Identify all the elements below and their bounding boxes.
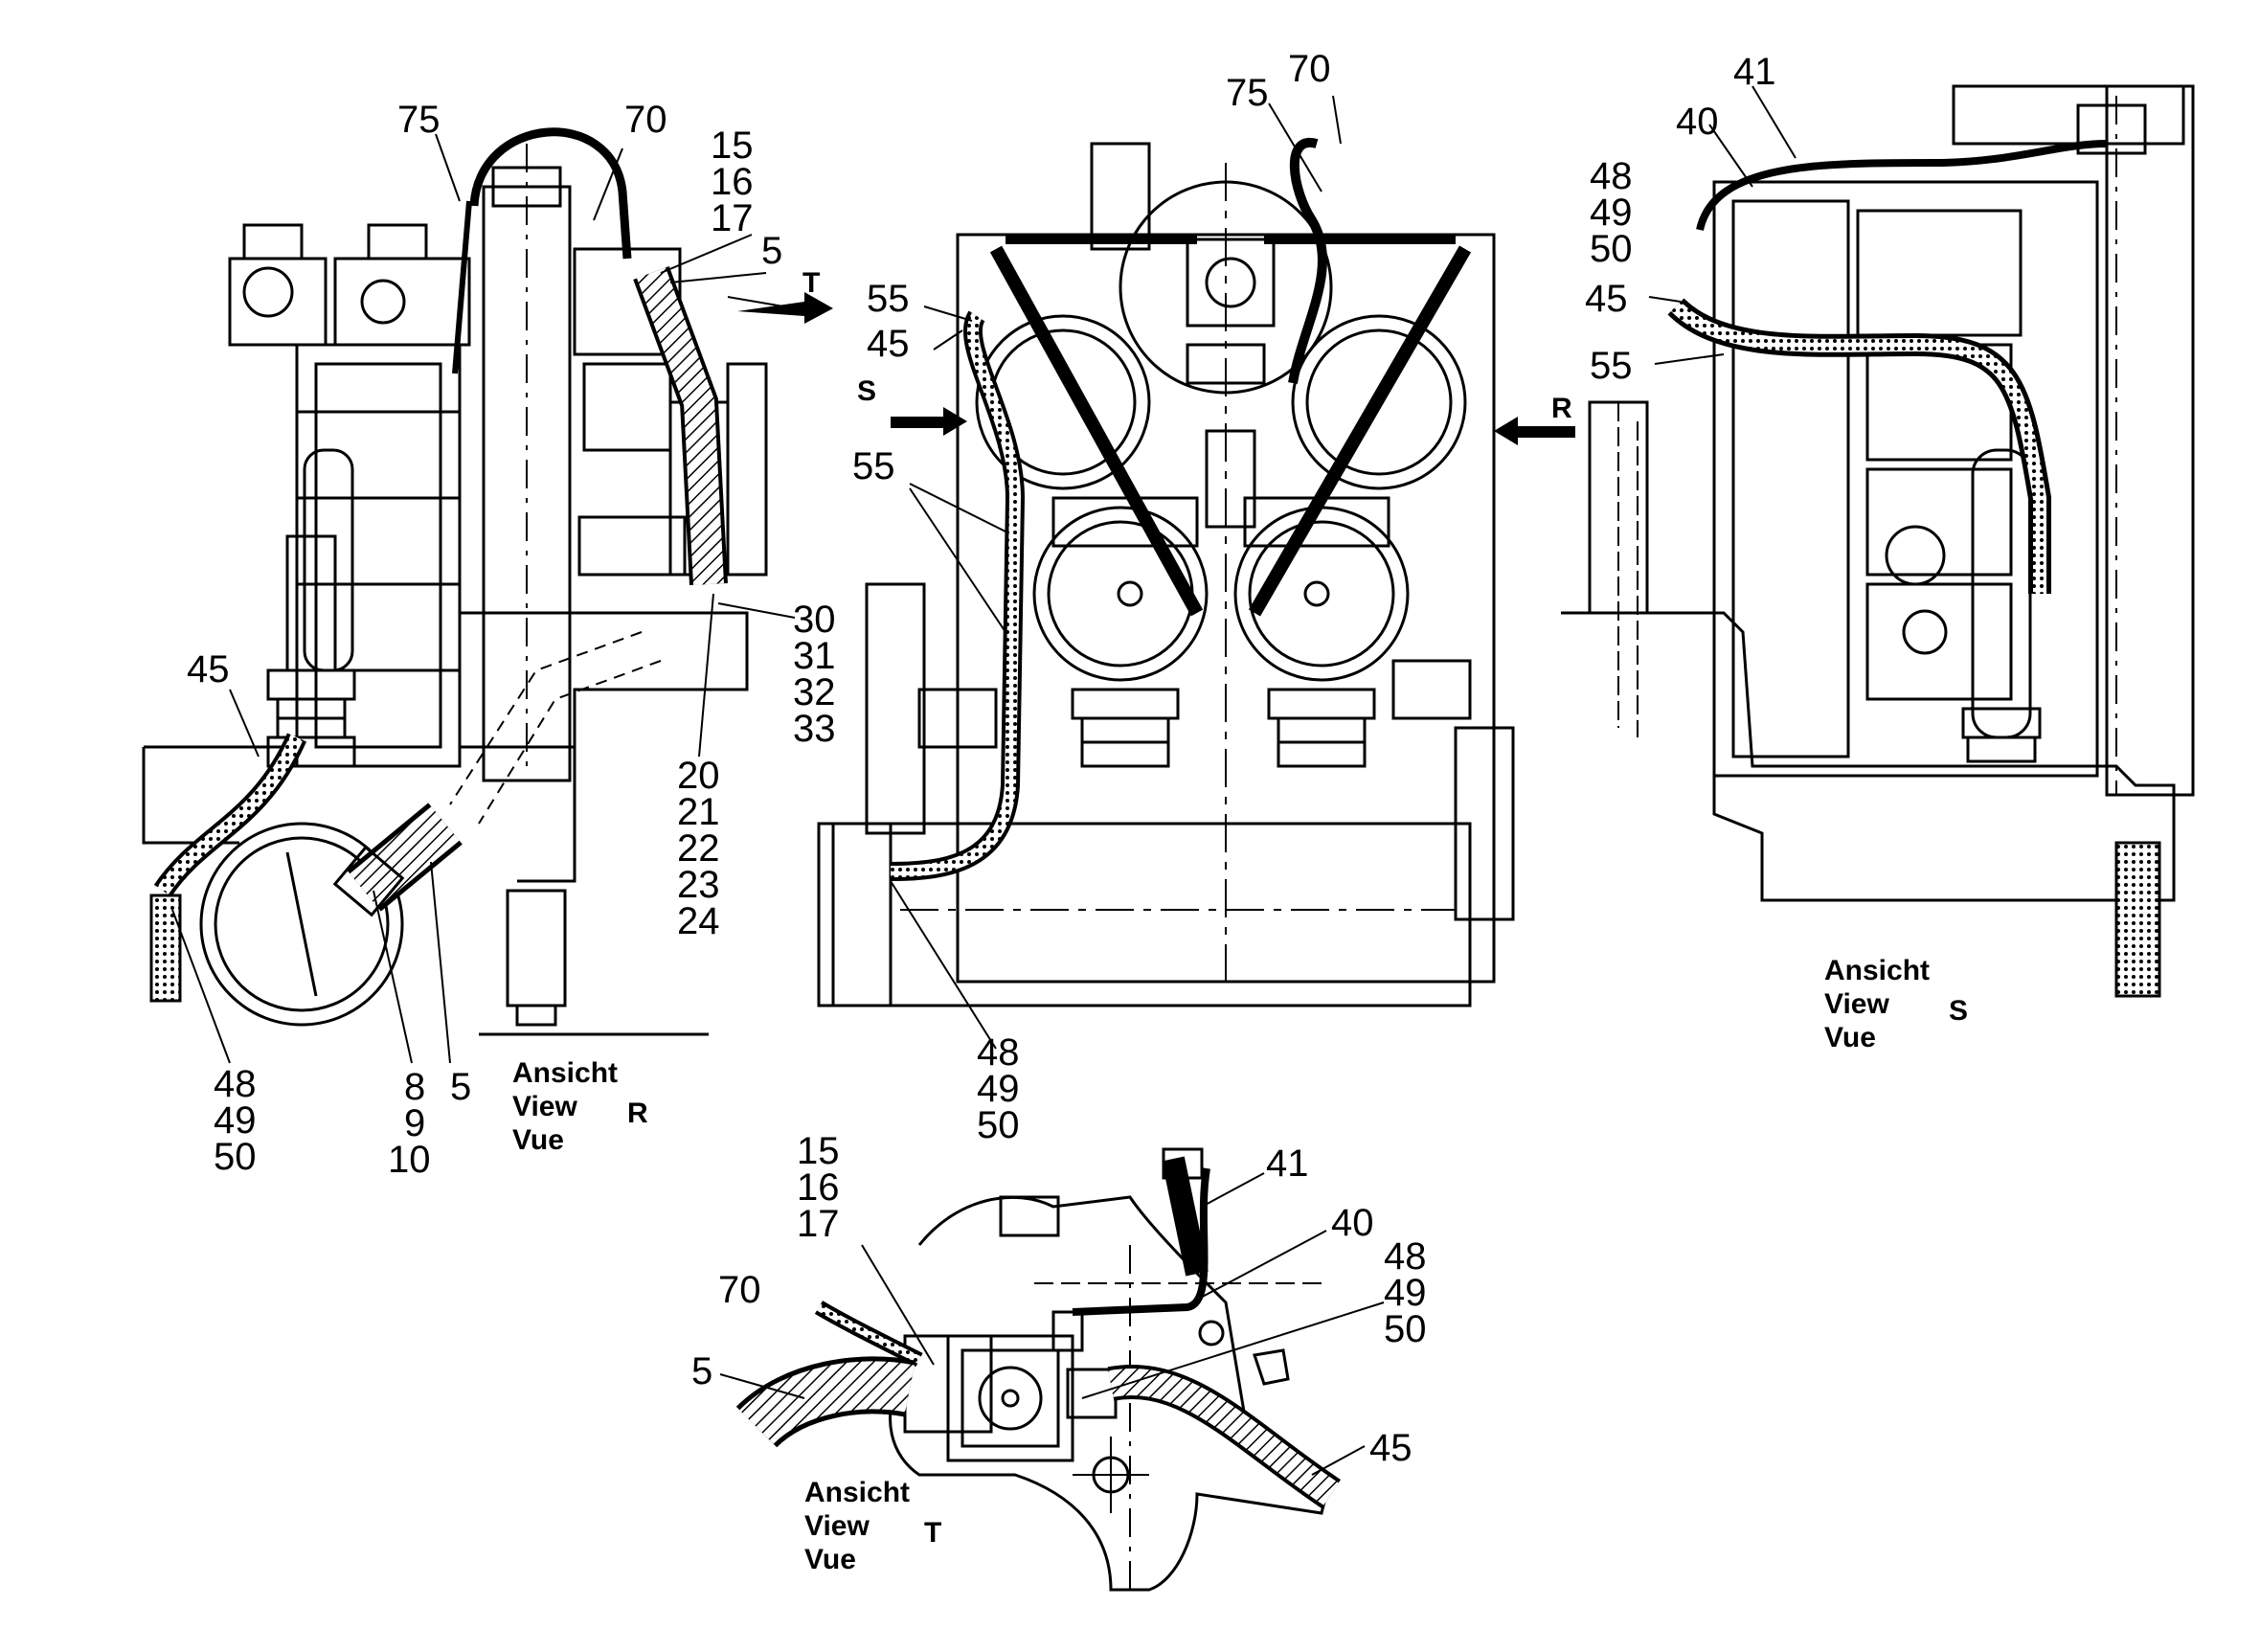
label-t-49: 49 bbox=[1384, 1272, 1427, 1314]
label-f-48: 48 bbox=[977, 1031, 1020, 1074]
label-r-33: 33 bbox=[793, 708, 836, 750]
caption-r-ansicht: Ansicht bbox=[512, 1057, 618, 1089]
label-r-70: 70 bbox=[624, 99, 667, 141]
label-t-70: 70 bbox=[718, 1269, 761, 1311]
label-t-41: 41 bbox=[1266, 1143, 1309, 1185]
label-r-16: 16 bbox=[711, 161, 754, 203]
front-view-drawing bbox=[817, 95, 1515, 1050]
label-r-21: 21 bbox=[677, 791, 720, 833]
label-s-40: 40 bbox=[1676, 101, 1719, 143]
caption-r-letter: R bbox=[627, 1098, 648, 1129]
label-t-5: 5 bbox=[691, 1350, 712, 1392]
caption-s-ansicht: Ansicht bbox=[1824, 955, 1930, 986]
label-f-55b: 55 bbox=[852, 445, 895, 487]
label-r-17: 17 bbox=[711, 197, 754, 239]
label-f-45: 45 bbox=[867, 323, 910, 365]
label-f-r: R bbox=[1551, 393, 1572, 424]
label-t-45: 45 bbox=[1369, 1427, 1412, 1469]
caption-t-letter: T bbox=[924, 1517, 941, 1549]
label-s-50: 50 bbox=[1590, 228, 1633, 270]
label-f-70: 70 bbox=[1288, 48, 1331, 90]
view-r-drawing bbox=[142, 127, 796, 1064]
label-s-41: 41 bbox=[1733, 51, 1776, 93]
label-r-23: 23 bbox=[677, 864, 720, 906]
label-r-15: 15 bbox=[711, 124, 754, 167]
label-r-31: 31 bbox=[793, 635, 836, 677]
label-f-s: S bbox=[857, 375, 876, 407]
label-f-50: 50 bbox=[977, 1104, 1020, 1146]
label-r-t: T bbox=[802, 267, 820, 299]
label-s-55: 55 bbox=[1590, 345, 1633, 387]
label-r-32: 32 bbox=[793, 671, 836, 713]
view-t-caption: Ansicht View Vue T bbox=[804, 1477, 941, 1575]
label-r-49: 49 bbox=[214, 1099, 257, 1142]
caption-t-ansicht: Ansicht bbox=[804, 1477, 910, 1508]
label-r-5: 5 bbox=[761, 230, 782, 272]
caption-t-view: View bbox=[804, 1510, 870, 1542]
label-f-49: 49 bbox=[977, 1068, 1020, 1110]
view-r-labels: 75 70 15 16 17 5 T 45 30 31 32 33 20 21 … bbox=[187, 99, 836, 1181]
label-r-22: 22 bbox=[677, 827, 720, 870]
arrow-t-icon bbox=[737, 292, 833, 324]
label-t-48: 48 bbox=[1384, 1235, 1427, 1278]
label-t-50: 50 bbox=[1384, 1308, 1427, 1350]
view-s-labels: 41 40 48 49 50 45 55 bbox=[1585, 51, 1776, 387]
label-t-17: 17 bbox=[797, 1203, 840, 1245]
view-t-drawing bbox=[719, 1147, 1385, 1592]
arrow-s-icon bbox=[891, 407, 967, 436]
label-t-16: 16 bbox=[797, 1166, 840, 1209]
label-t-40: 40 bbox=[1331, 1202, 1374, 1244]
caption-r-vue: Vue bbox=[512, 1124, 564, 1156]
label-r-9: 9 bbox=[404, 1102, 425, 1144]
front-view-labels: 75 70 55 45 S 55 R 48 49 50 bbox=[852, 48, 1572, 1146]
label-r-48: 48 bbox=[214, 1063, 257, 1105]
caption-s-vue: Vue bbox=[1824, 1022, 1876, 1053]
arrow-r-icon bbox=[1494, 417, 1575, 445]
label-r-8: 8 bbox=[404, 1066, 425, 1108]
label-s-49: 49 bbox=[1590, 192, 1633, 234]
view-s-caption: Ansicht View Vue S bbox=[1824, 955, 1968, 1053]
label-s-48: 48 bbox=[1590, 155, 1633, 197]
label-r-24: 24 bbox=[677, 900, 720, 942]
label-r-20: 20 bbox=[677, 755, 720, 797]
caption-s-view: View bbox=[1824, 988, 1889, 1020]
view-t-labels: 15 16 17 41 40 48 49 50 70 5 45 bbox=[691, 1130, 1427, 1469]
label-r-5b: 5 bbox=[450, 1066, 471, 1108]
label-r-10: 10 bbox=[388, 1139, 431, 1181]
caption-t-vue: Vue bbox=[804, 1544, 856, 1575]
caption-s-letter: S bbox=[1949, 995, 1968, 1027]
label-r-30: 30 bbox=[793, 599, 836, 641]
label-s-45: 45 bbox=[1585, 278, 1628, 320]
label-r-50: 50 bbox=[214, 1136, 257, 1178]
label-f-75: 75 bbox=[1226, 72, 1269, 114]
label-r-45: 45 bbox=[187, 648, 230, 690]
view-s-drawing bbox=[1561, 84, 2195, 998]
label-t-15: 15 bbox=[797, 1130, 840, 1172]
view-r-caption: Ansicht View Vue R bbox=[512, 1057, 648, 1156]
caption-r-view: View bbox=[512, 1091, 577, 1122]
label-f-55: 55 bbox=[867, 278, 910, 320]
label-r-75: 75 bbox=[397, 99, 441, 141]
